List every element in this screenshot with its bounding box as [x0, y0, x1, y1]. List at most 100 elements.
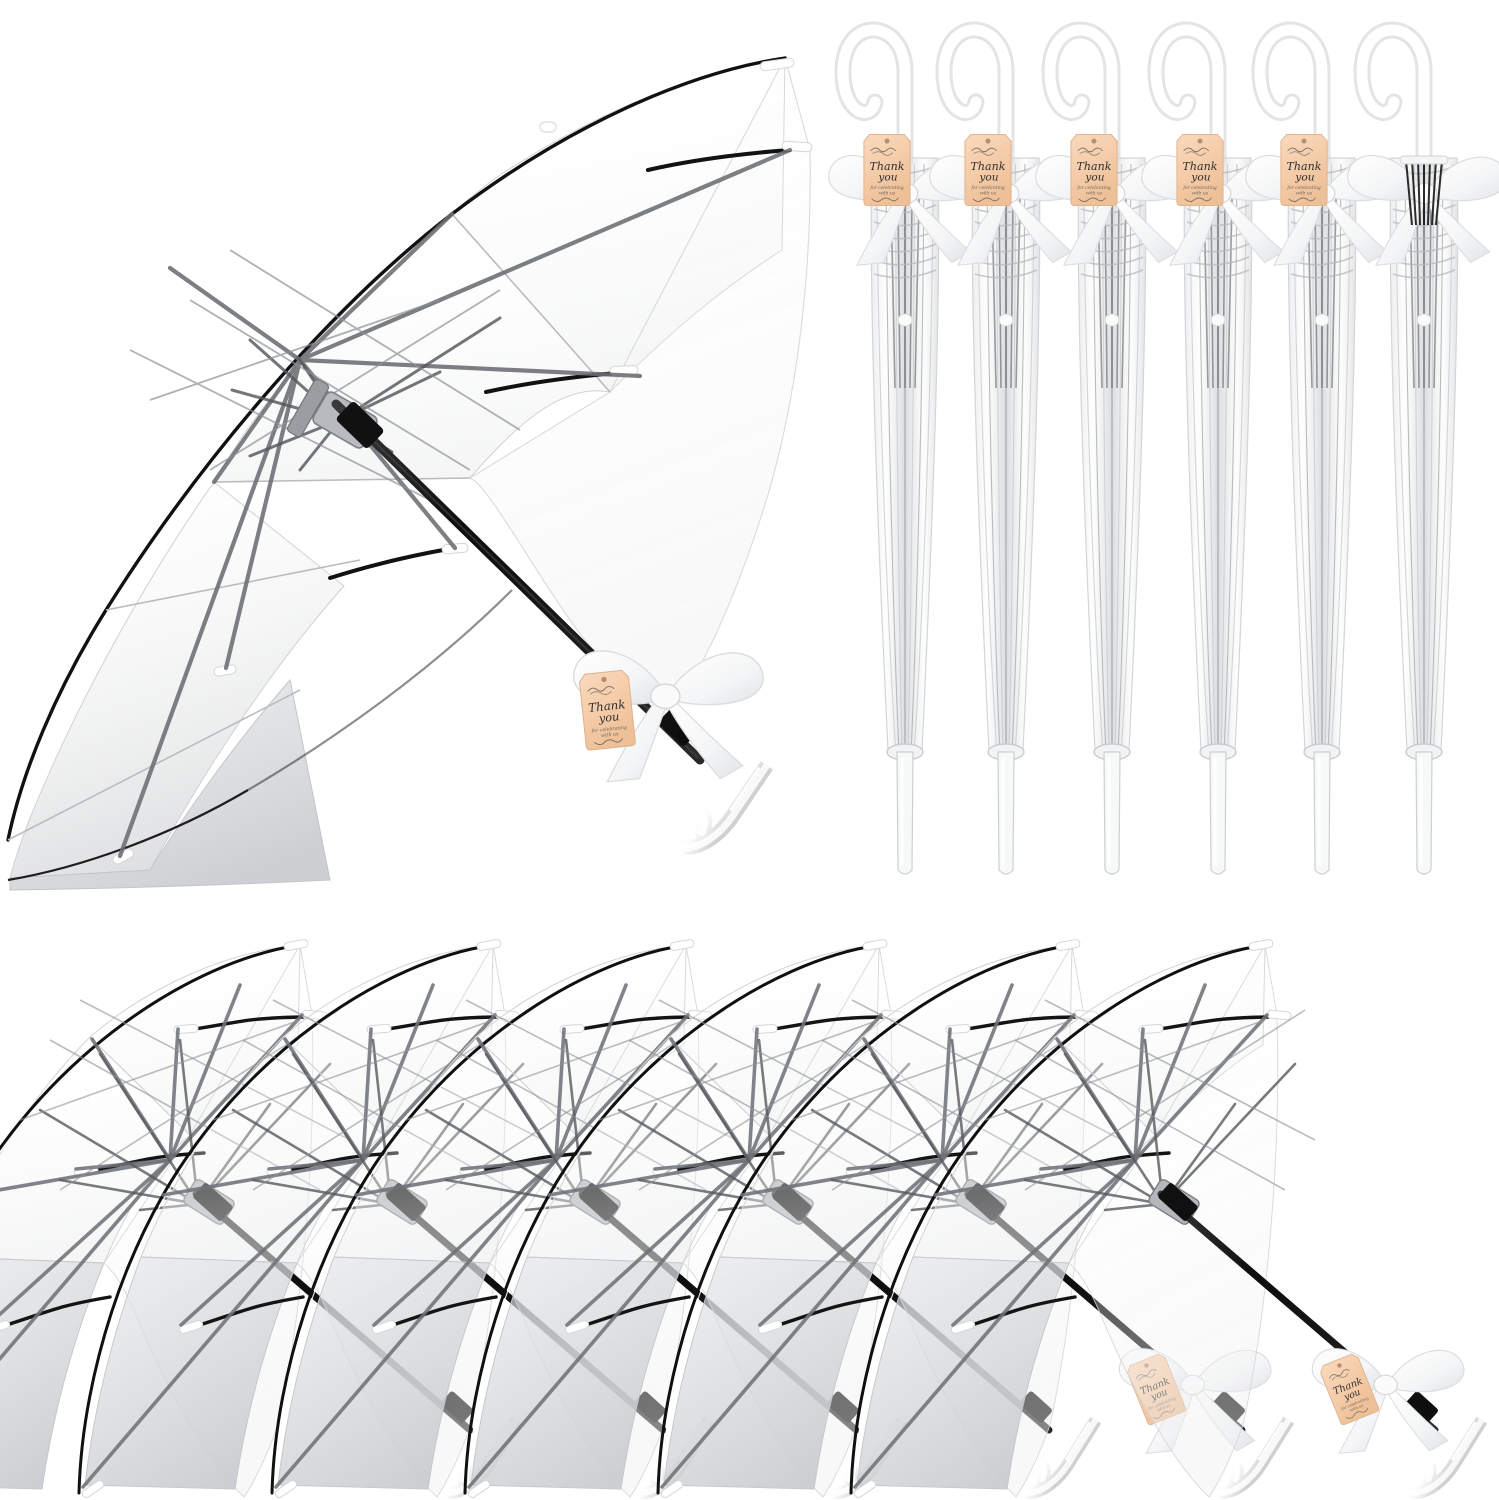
- frame-rib: [179, 1158, 365, 1327]
- rib-tip-cap: [467, 1480, 491, 1498]
- frame-rib: [758, 1158, 944, 1327]
- rib-shadow: [1104, 197, 1108, 389]
- frame-stretcher: [1143, 1038, 1165, 1206]
- exposed-rib: [1405, 159, 1413, 226]
- rib-shadow: [1116, 197, 1120, 389]
- fold-crease: [1404, 163, 1419, 749]
- spiral-wrap: [1186, 204, 1250, 214]
- fold-crease: [1426, 163, 1434, 749]
- canopy-dark-rib: [566, 1015, 692, 1033]
- rib-tip-cap: [660, 1480, 684, 1498]
- canopy-dark-rib: [378, 1295, 498, 1331]
- frame-rib: [547, 1158, 751, 1197]
- frame-stretcher: [1063, 1052, 1165, 1206]
- frame-stretcher: [231, 1108, 393, 1206]
- spiral-wrap: [1290, 269, 1354, 279]
- frame-rib: [554, 1013, 690, 1162]
- rib-shadow: [1331, 197, 1337, 389]
- rib-tip-cap: [0, 1320, 11, 1334]
- frame-rib: [747, 1013, 883, 1162]
- rib-shadow: [1210, 197, 1214, 389]
- frame-stretcher: [38, 1108, 200, 1206]
- canopy-rim: [270, 943, 688, 1495]
- frame-wire: [984, 1019, 1266, 1121]
- rib-tip-cap: [862, 939, 888, 951]
- closed-umbrella: [929, 21, 1090, 875]
- rib-tip-cap: [853, 1480, 877, 1498]
- frame-stretcher: [617, 1108, 779, 1206]
- fold-crease: [977, 163, 998, 749]
- hero-edge-scallop-b: [247, 589, 513, 791]
- fold-crease: [1395, 163, 1416, 749]
- canopy-rim-sheen: [467, 947, 880, 1496]
- frame-wire: [791, 1019, 1073, 1121]
- handle-crook-highlight: [1044, 24, 1118, 166]
- spiral-wrap: [1080, 204, 1144, 214]
- frame-rib: [168, 983, 242, 1162]
- frame-rib: [0, 1158, 172, 1362]
- canopy-dark-rib: [1145, 1015, 1271, 1033]
- rib-shadow: [897, 197, 901, 389]
- fold-crease: [895, 163, 903, 749]
- rib-tip-cap: [81, 1480, 105, 1498]
- frame-rib: [660, 1158, 944, 1489]
- rib-tip-cap: [178, 1320, 204, 1334]
- canopy-panel-lower-shaded: [663, 1256, 877, 1490]
- canopy-rim: [656, 943, 1074, 1495]
- frame-stretcher: [424, 1108, 586, 1206]
- fold-crease: [996, 163, 1004, 749]
- spiral-wrap: [873, 269, 937, 279]
- canopy-rim: [77, 943, 495, 1495]
- frame-rib: [933, 1158, 1137, 1197]
- closed-umbrella: [1141, 21, 1302, 875]
- rib-shadow: [1227, 197, 1233, 389]
- snap-closure: [1416, 313, 1432, 327]
- frame-rib: [940, 1013, 1076, 1162]
- frame-stretcher: [1161, 1062, 1297, 1206]
- rib-shadow: [1428, 197, 1432, 389]
- canopy-dark-rib: [852, 1151, 978, 1175]
- frame-rib: [467, 1158, 751, 1489]
- fold-crease: [1414, 163, 1422, 749]
- frame-rib: [274, 1158, 558, 1489]
- fold-crease: [907, 163, 915, 749]
- spiral-wrap: [1080, 269, 1144, 279]
- open-umbrella: [849, 939, 1482, 1500]
- rib-shadow: [1010, 197, 1014, 389]
- exposed-rib: [1427, 159, 1431, 226]
- canopy-dark-rib: [759, 1015, 885, 1033]
- canopy-rim-sheen: [81, 947, 494, 1496]
- spiral-wrap: [974, 204, 1038, 214]
- fold-crease: [913, 163, 934, 749]
- hero-edge-scallop-a: [7, 789, 249, 882]
- canopy-dark-rib: [185, 1295, 305, 1331]
- snap-closure: [1104, 313, 1120, 327]
- frame-rib: [0, 1158, 172, 1192]
- frame-wire: [1014, 1039, 1286, 1191]
- canopy-dark-rib: [571, 1295, 691, 1331]
- fold-crease: [1220, 163, 1228, 749]
- canopy-dark-rib: [659, 1151, 785, 1175]
- frame-wire: [405, 1019, 687, 1121]
- closed-umbrella: [1245, 21, 1406, 875]
- frame-rib: [747, 983, 821, 1162]
- canopy-rim: [0, 943, 302, 1152]
- rib-tip-cap: [757, 1320, 783, 1334]
- hero-tip-caps: [112, 57, 813, 865]
- shaft-collar: [1158, 1183, 1198, 1221]
- fold-crease: [1102, 163, 1110, 749]
- rib-shadow: [1015, 197, 1021, 389]
- frame-rib: [361, 983, 435, 1162]
- fold-crease: [1223, 163, 1238, 749]
- top-notch: [1399, 155, 1449, 165]
- frame-stretcher: [810, 1108, 972, 1206]
- rib-tip-cap: [1138, 1023, 1164, 1035]
- frame-rib: [361, 1013, 497, 1162]
- frame-wire: [598, 1019, 880, 1121]
- rib-shadow: [1314, 197, 1318, 389]
- rib-shadow: [1121, 197, 1127, 389]
- canopy-dark-rib: [373, 1015, 499, 1033]
- closed-umbrella: [828, 21, 989, 875]
